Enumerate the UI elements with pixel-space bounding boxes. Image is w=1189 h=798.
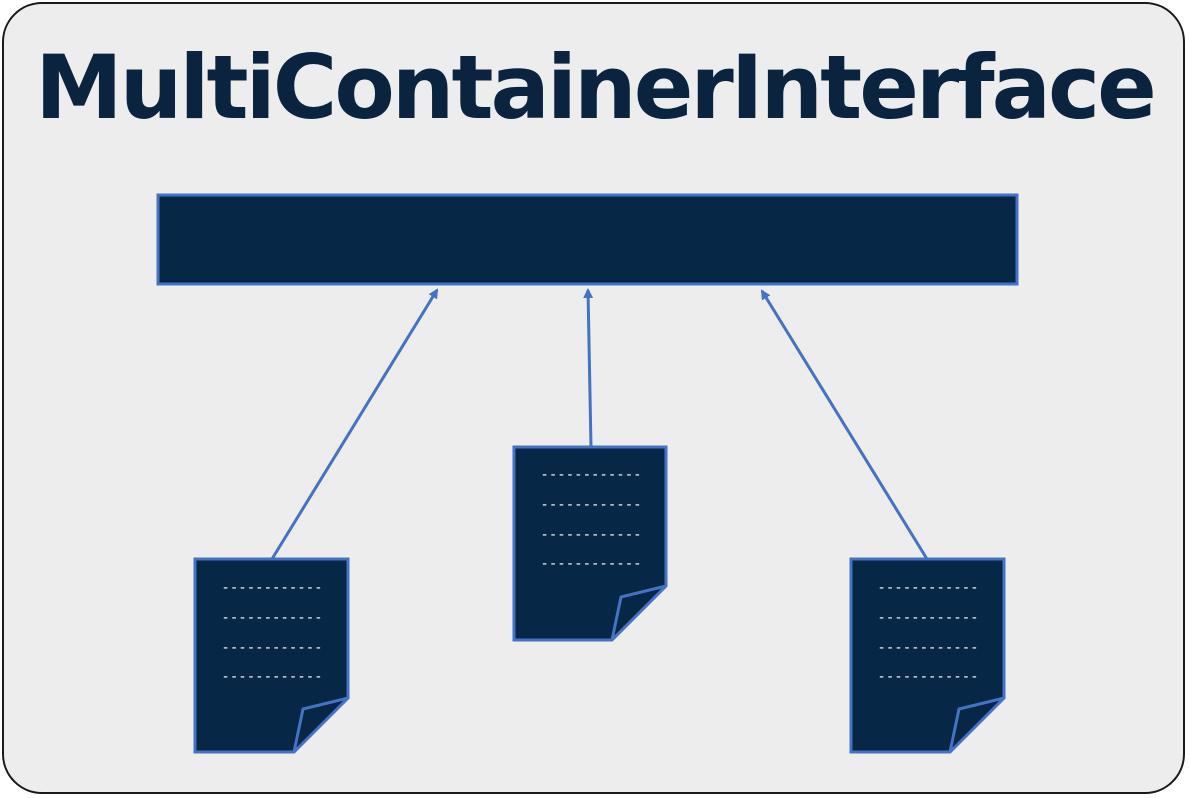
arrow-center	[583, 288, 594, 448]
page-curl	[292, 696, 349, 753]
document-line: ------------	[221, 640, 322, 656]
page-curl	[948, 696, 1005, 753]
document-line: ------------	[540, 497, 641, 513]
document-right: ------------ ------------ ------------ -…	[849, 557, 1006, 754]
diagram-title: MultiContainerInterface	[35, 36, 1157, 139]
document-line: ------------	[877, 669, 978, 685]
document-icon	[193, 557, 350, 754]
document-center: ------------ ------------ ------------ -…	[512, 445, 668, 642]
document-left: ------------ ------------ ------------ -…	[193, 557, 350, 754]
page-curl	[610, 584, 667, 641]
document-line: ------------	[877, 610, 978, 626]
document-line: ------------	[540, 467, 641, 483]
document-icon	[512, 445, 668, 642]
interface-bar	[156, 193, 1019, 286]
document-line: ------------	[877, 640, 978, 656]
document-icon	[849, 557, 1006, 754]
document-line: ------------	[221, 580, 322, 596]
document-line: ------------	[221, 669, 322, 685]
document-line: ------------	[540, 556, 641, 572]
arrow-left	[270, 288, 439, 560]
arrow-right	[760, 289, 929, 560]
document-line: ------------	[221, 610, 322, 626]
document-line: ------------	[877, 580, 978, 596]
document-line: ------------	[540, 527, 641, 543]
